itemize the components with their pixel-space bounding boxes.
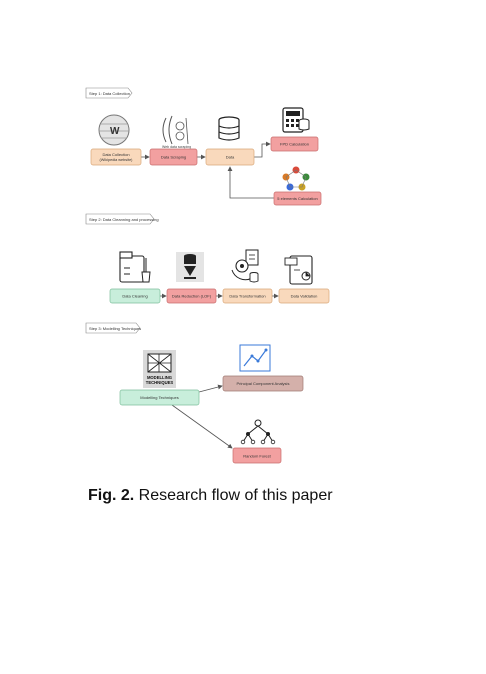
pca-chart-icon (239, 344, 271, 372)
node-data-reduction: Data Reduction (LOF) (166, 288, 217, 304)
node-five-elements: 5 elements Calculation (273, 191, 322, 206)
svg-text:Step 3: Modelling Techniques: Step 3: Modelling Techniques (89, 326, 141, 331)
svg-text:W: W (110, 126, 120, 137)
calculator-icon (282, 107, 310, 133)
svg-text:Data Cleaning: Data Cleaning (122, 294, 147, 299)
svg-text:Data Transformation: Data Transformation (229, 294, 265, 299)
svg-text:(Wikipedia website): (Wikipedia website) (100, 158, 134, 162)
svg-text:Step 2: Data Cleanning and pro: Step 2: Data Cleanning and processing (89, 217, 159, 222)
step2-label: Step 2: Data Cleanning and processing (85, 213, 159, 225)
web-scraping-icon: Web data scraping (162, 115, 191, 149)
node-data-transformation: Data Transformation (222, 288, 273, 304)
svg-text:Data: Data (226, 155, 235, 160)
svg-text:MODELLING: MODELLING (147, 375, 172, 380)
node-data-cleaning: Data Cleaning (109, 288, 161, 304)
svg-text:Step 1: Data Collection: Step 1: Data Collection (89, 91, 130, 96)
svg-text:Data Reduction (LOF): Data Reduction (LOF) (172, 294, 212, 299)
node-pca: Principal Component Analysis (222, 375, 304, 392)
figure-caption-number: Fig. 2. (88, 487, 135, 504)
edge-modelling-to-pca (198, 384, 223, 393)
edge-modelling-to-forest (171, 404, 233, 449)
wikipedia-globe-icon: W (98, 114, 130, 146)
svg-text:Web data scraping: Web data scraping (162, 145, 191, 149)
node-data-validation: Data Validation (278, 288, 330, 304)
node-data-scraping: Data Scraping (149, 148, 198, 166)
node-modelling-techniques: Modelling Techniques (119, 389, 200, 406)
svg-text:Data Collection: Data Collection (102, 152, 129, 157)
data-validation-icon (284, 255, 313, 285)
node-fpd-calculation: FPD Calculation (270, 136, 319, 152)
node-data: Data (205, 148, 255, 166)
edge-elements-to-data (227, 166, 274, 199)
modelling-techniques-icon: MODELLING TECHNIQUES (143, 350, 176, 388)
svg-text:FPD Calculation: FPD Calculation (280, 142, 309, 147)
node-random-forest: Random Forest (232, 447, 282, 464)
svg-text:5 elements Calculation: 5 elements Calculation (277, 196, 317, 201)
svg-text:Principal Component Analysis: Principal Component Analysis (237, 381, 290, 386)
database-icon (218, 116, 240, 141)
step1-label: Step 1: Data Collection (85, 87, 133, 99)
svg-text:Data Validation: Data Validation (291, 294, 318, 299)
data-reduction-icon (176, 252, 204, 282)
node-data-collection: Data Collection (Wikipedia website) (90, 148, 142, 166)
svg-text:Data Scraping: Data Scraping (161, 155, 186, 160)
svg-text:Modelling Techniques: Modelling Techniques (140, 395, 178, 400)
svg-text:Random Forest: Random Forest (243, 454, 271, 459)
figure-caption: Fig. 2. Research flow of this paper (88, 487, 333, 505)
svg-text:TECHNIQUES: TECHNIQUES (146, 380, 174, 385)
edge-data-to-fpd (254, 141, 271, 158)
five-elements-icon (282, 166, 310, 191)
data-cleaning-icon (119, 251, 151, 283)
random-forest-tree-icon (240, 419, 276, 445)
step3-label: Step 3: Modelling Techniques (85, 322, 141, 334)
data-transformation-icon (231, 249, 259, 283)
figure-caption-text: Research flow of this paper (134, 487, 333, 504)
